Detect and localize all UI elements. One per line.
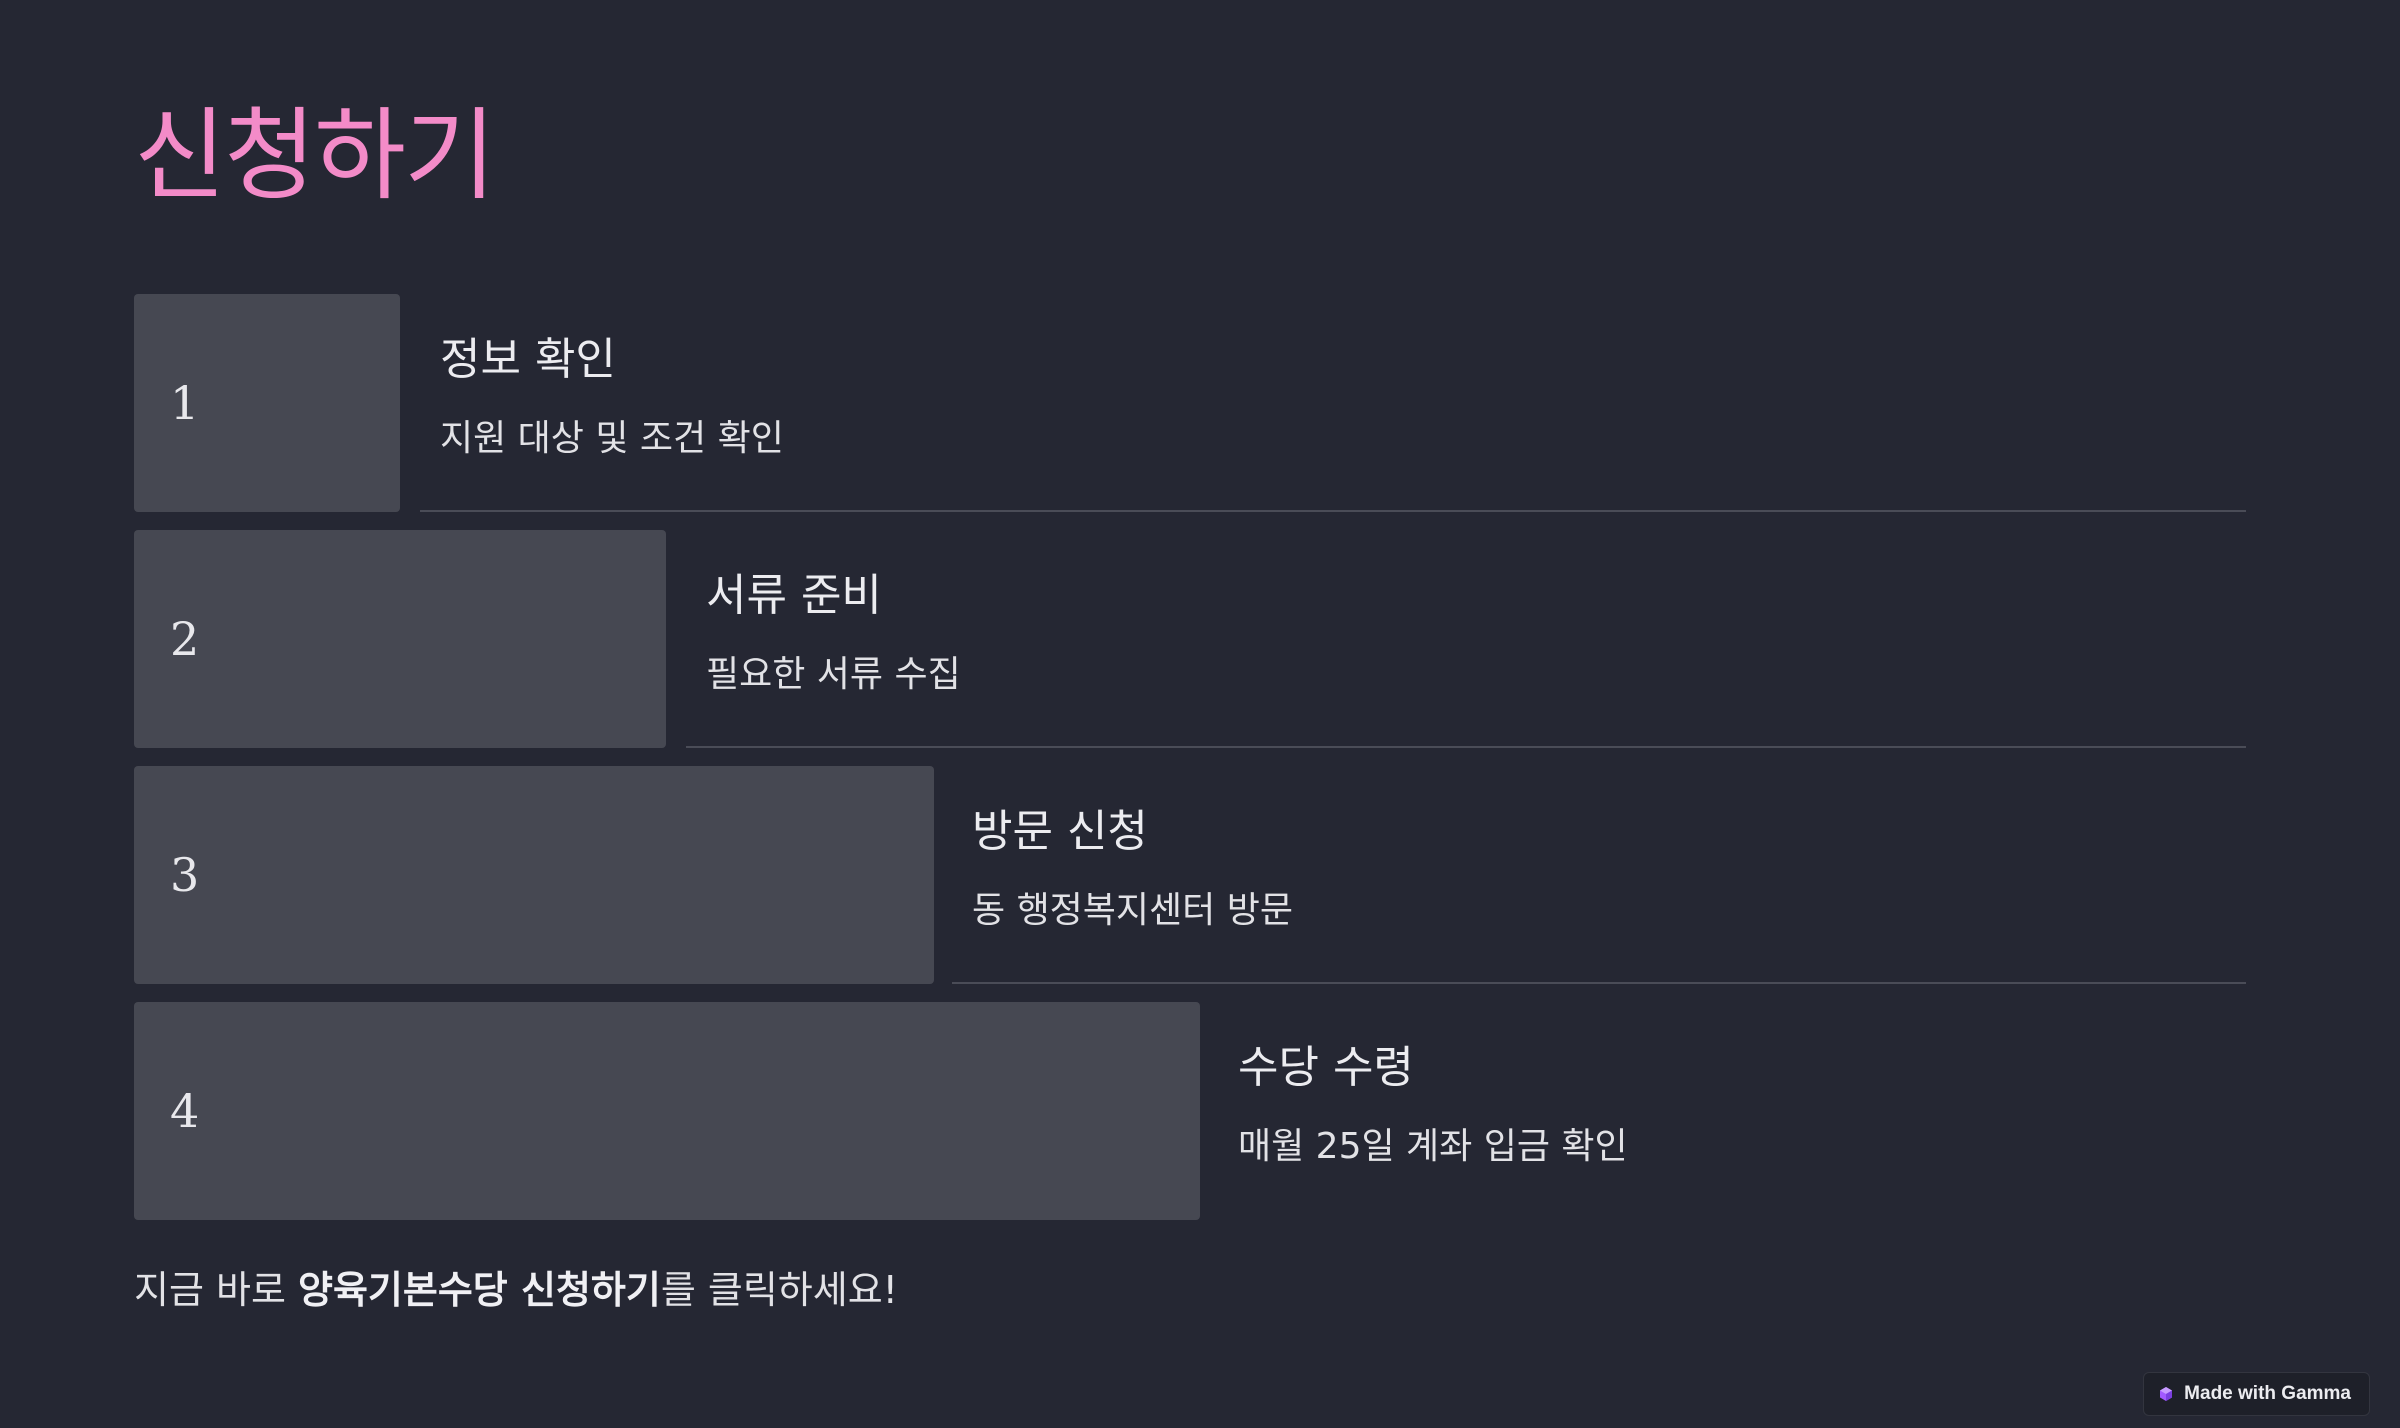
step-number-box: 2 [134,530,666,748]
step-number-box: 4 [134,1002,1200,1220]
step-divider [686,746,2246,748]
step-number-box: 1 [134,294,400,512]
step-item-2: 2 서류 준비 필요한 서류 수집 [134,530,2246,748]
step-description: 필요한 서류 수집 [706,654,961,695]
step-description: 지원 대상 및 조건 확인 [440,418,784,459]
cta-emphasis: 양육기본수당 신청하기 [298,1268,661,1312]
step-title: 방문 신청 [972,806,1148,857]
made-with-gamma-badge[interactable]: Made with Gamma [2143,1372,2370,1416]
badge-label: Made with Gamma [2184,1383,2351,1404]
page-title: 신청하기 [134,97,496,214]
call-to-action-text: 지금 바로 양육기본수당 신청하기를 클릭하세요! [134,1262,898,1318]
step-number: 1 [170,376,200,430]
cta-suffix: 를 클릭하세요! [660,1268,898,1312]
cta-prefix: 지금 바로 [134,1268,298,1312]
step-description: 매월 25일 계좌 입금 확인 [1238,1126,1628,1167]
step-number: 2 [170,612,200,666]
step-number: 4 [170,1084,200,1138]
step-title: 정보 확인 [440,334,616,385]
step-divider [952,982,2246,984]
gamma-logo-icon [2158,1386,2174,1402]
step-item-1: 1 정보 확인 지원 대상 및 조건 확인 [134,294,2246,512]
step-title: 서류 준비 [706,570,882,621]
step-title: 수당 수령 [1238,1042,1414,1093]
step-divider [420,510,2246,512]
step-number: 3 [170,848,200,902]
step-description: 동 행정복지센터 방문 [972,890,1293,931]
step-item-4: 4 수당 수령 매월 25일 계좌 입금 확인 [134,1002,2246,1220]
step-item-3: 3 방문 신청 동 행정복지센터 방문 [134,766,2246,984]
step-number-box: 3 [134,766,934,984]
